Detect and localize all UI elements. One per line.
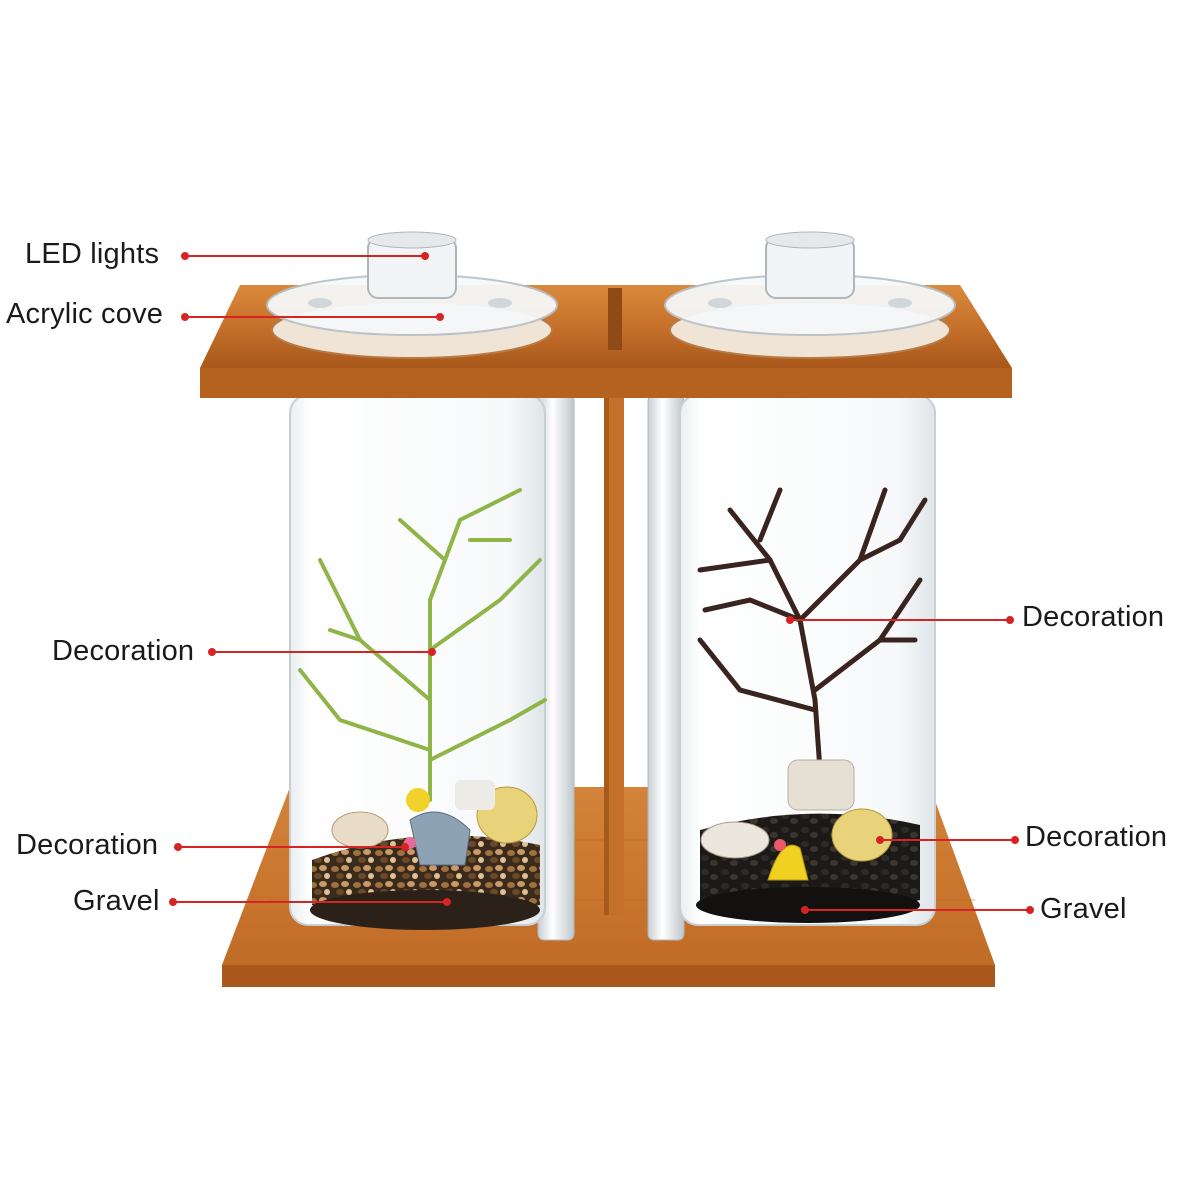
callout-lines — [169, 252, 1034, 914]
left-tank — [289, 394, 547, 930]
label-decoration-left-plant: Decoration — [52, 635, 195, 667]
right-tank — [679, 394, 936, 926]
green-plant-decoration — [298, 488, 547, 802]
label-decoration-right-bottom: Decoration — [1025, 821, 1168, 853]
label-led-lights: LED lights — [25, 238, 160, 270]
label-decoration-right-branch: Decoration — [1022, 601, 1165, 633]
label-gravel-right: Gravel — [1040, 893, 1127, 925]
bamboo-center-post — [604, 395, 624, 915]
label-acrylic-cover: Acrylic cove — [6, 298, 164, 330]
acrylic-covers — [266, 274, 956, 336]
label-gravel-left: Gravel — [73, 885, 160, 917]
led-light-caps — [367, 231, 855, 299]
label-decoration-left-bottom: Decoration — [16, 829, 159, 861]
